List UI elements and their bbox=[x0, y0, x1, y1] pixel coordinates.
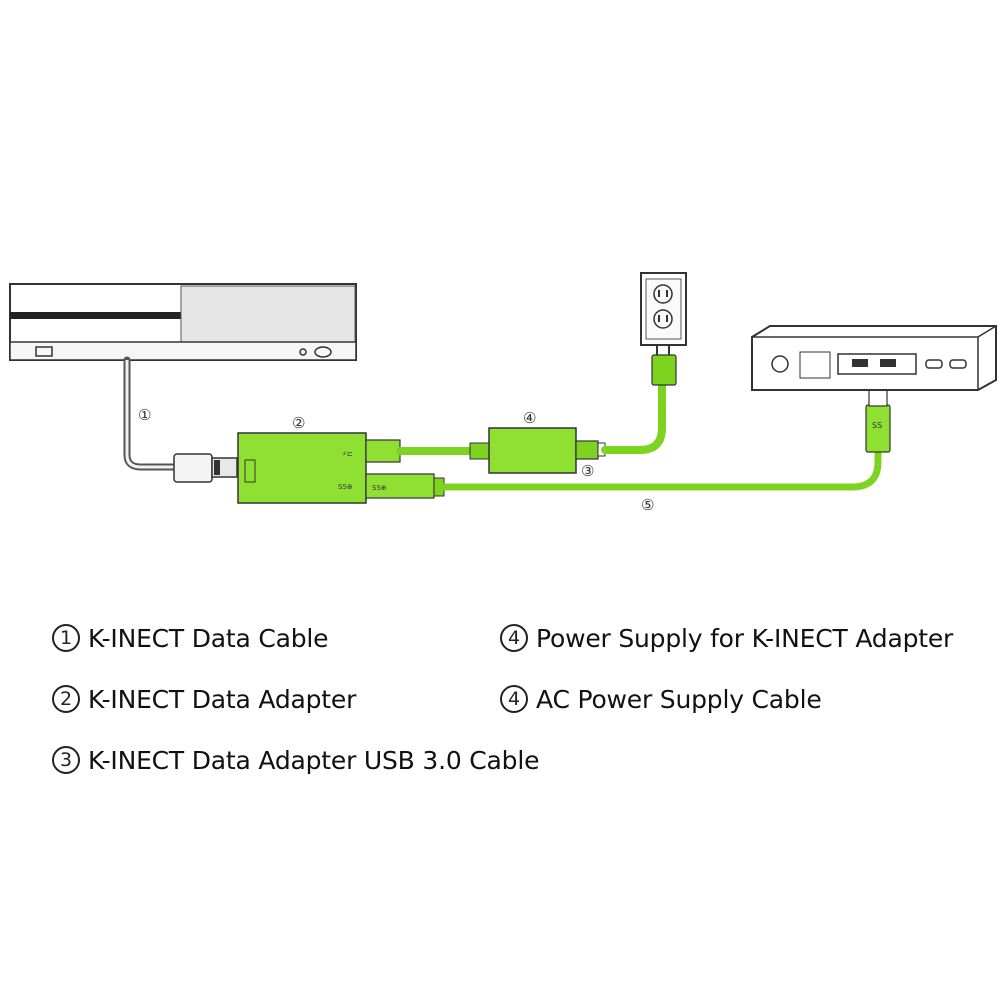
ac-power-cable bbox=[601, 380, 666, 454]
power-supply-brick bbox=[488, 427, 606, 474]
legend-text: K-INECT Data Cable bbox=[88, 623, 329, 653]
usb-plug-icon: SS bbox=[865, 389, 891, 453]
svg-text:⚡⊏: ⚡⊏ bbox=[342, 450, 353, 458]
legend-number: 2 bbox=[52, 685, 80, 713]
legend-text: K-INECT Data Adapter USB 3.0 Cable bbox=[88, 745, 540, 775]
kinect-data-adapter: ⚡⊏ SS⊕ SS⊕ bbox=[237, 432, 445, 504]
legend-text: K-INECT Data Adapter bbox=[88, 684, 357, 714]
svg-text:SS⊕: SS⊕ bbox=[372, 484, 387, 492]
console-icon bbox=[9, 283, 357, 361]
wall-outlet-icon bbox=[640, 272, 687, 346]
legend-item: 2 K-INECT Data Adapter bbox=[52, 679, 356, 719]
usb-3-cable bbox=[440, 446, 882, 491]
legend-item: 4 Power Supply for K-INECT Adapter bbox=[500, 618, 953, 658]
callout-5: ⑤ bbox=[641, 496, 654, 514]
legend-text: AC Power Supply Cable bbox=[536, 684, 822, 714]
legend-number: 1 bbox=[52, 624, 80, 652]
legend-item: 3 K-INECT Data Adapter USB 3.0 Cable bbox=[52, 740, 539, 780]
connection-diagram: ⚡⊏ SS⊕ SS⊕ SS bbox=[9, 272, 997, 514]
data-cable-plug bbox=[173, 453, 213, 483]
callout-4: ④ bbox=[523, 409, 536, 427]
ac-plug bbox=[651, 345, 677, 386]
legend-number: 4 bbox=[500, 685, 528, 713]
legend-number: 4 bbox=[500, 624, 528, 652]
legend-item: 4 AC Power Supply Cable bbox=[500, 679, 822, 719]
legend-item: 1 K-INECT Data Cable bbox=[52, 618, 329, 658]
svg-text:SS: SS bbox=[872, 421, 882, 430]
callout-1: ① bbox=[138, 406, 151, 424]
svg-text:SS⊕: SS⊕ bbox=[338, 483, 353, 491]
callout-2: ② bbox=[292, 414, 305, 432]
legend-number: 3 bbox=[52, 746, 80, 774]
callout-3: ③ bbox=[581, 462, 594, 480]
pc-icon bbox=[751, 325, 997, 391]
legend-text: Power Supply for K-INECT Adapter bbox=[536, 623, 954, 653]
kinect-data-cable bbox=[123, 356, 180, 471]
